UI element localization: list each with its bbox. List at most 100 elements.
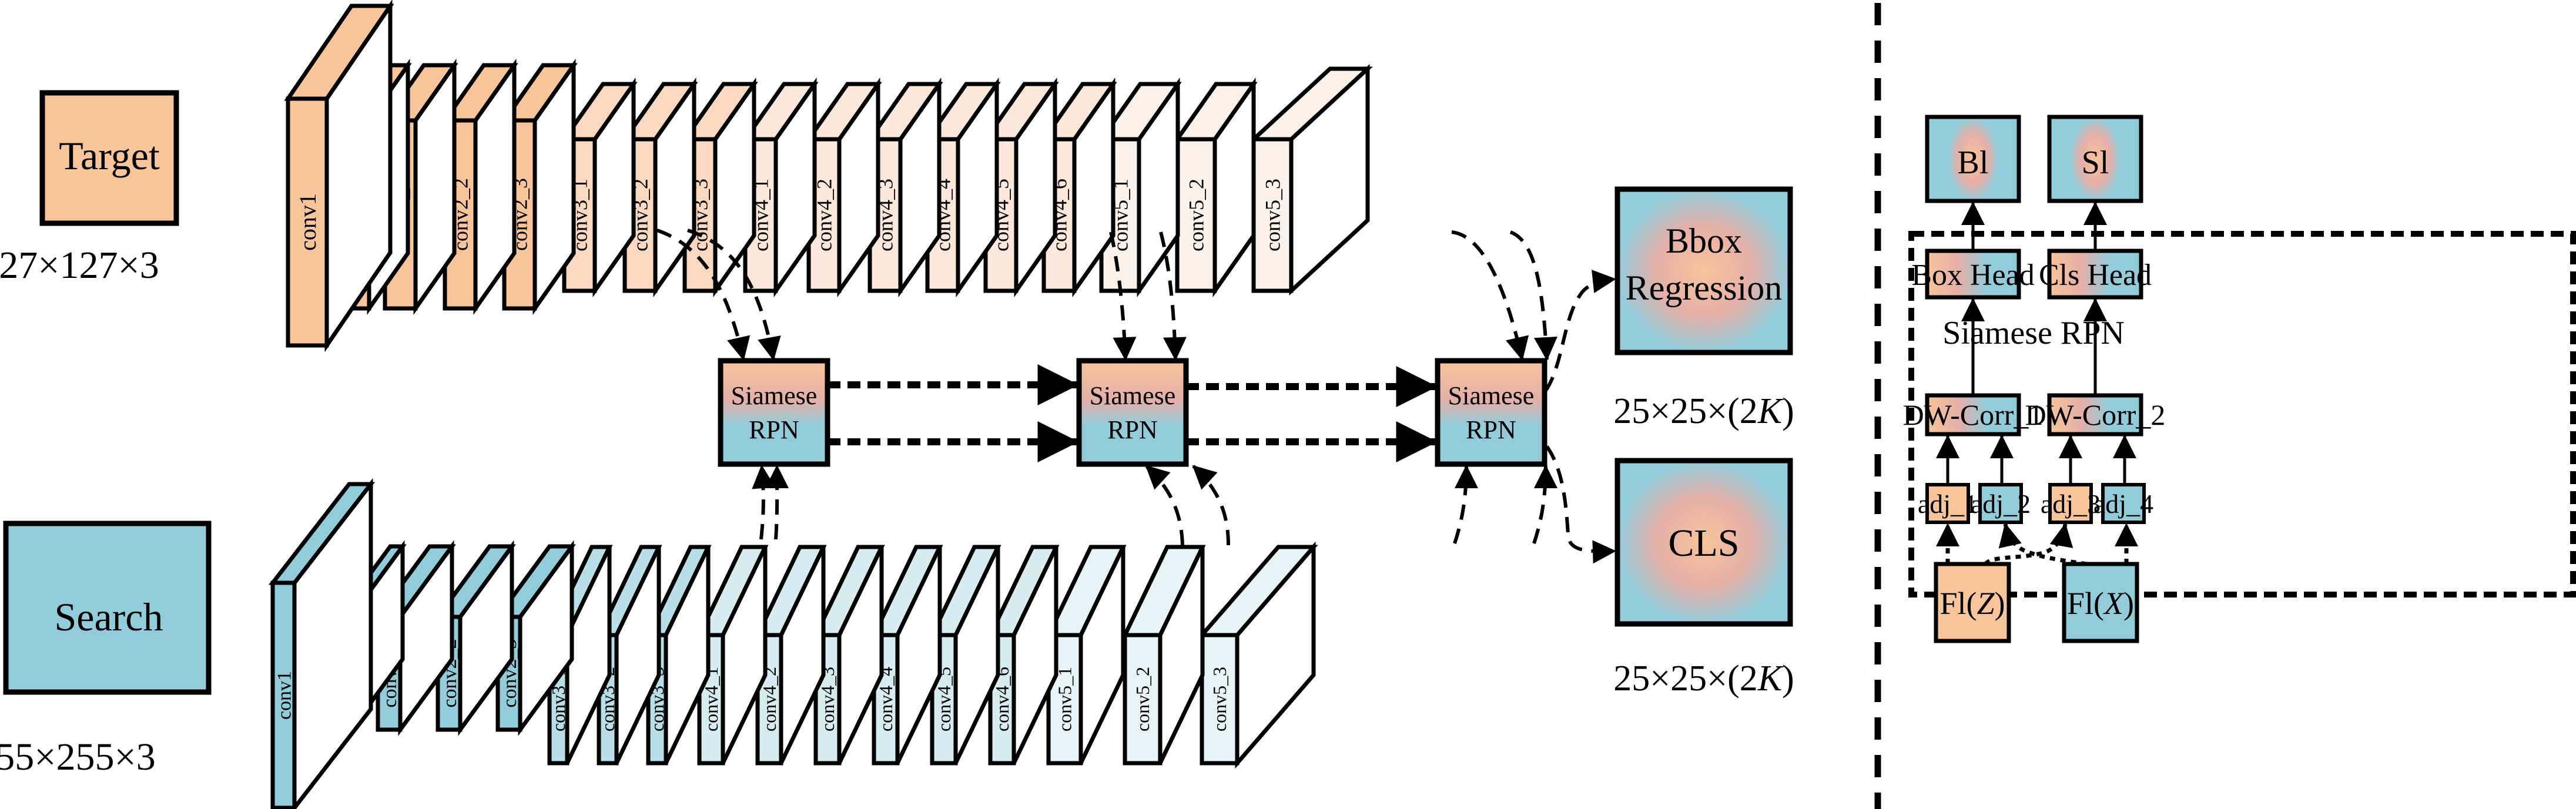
box-head-box (1925, 249, 2021, 300)
cls-head-label: Cls Head (2039, 259, 2152, 292)
rpn3-to-bbox-arrow (1544, 270, 1616, 392)
target-conv5-2-layer: conv5_2 (1173, 77, 1258, 298)
rpn-block-3: Siamese RPN (1435, 358, 1547, 467)
feature-z-box (1934, 562, 2011, 643)
rpn-chain-arrows (828, 364, 1438, 462)
bbox-regression-output: Bbox Regression 25×25×(2K) (1613, 186, 1794, 431)
adj-4-label: adj_4 (2093, 489, 2153, 519)
rpn-block-2-box (1076, 358, 1189, 467)
rpn-block-1-line2: RPN (749, 415, 799, 444)
search-conv5-2-label: conv5_2 (1132, 667, 1153, 731)
search-conv4-to-rpn2-arrow-b (1191, 464, 1230, 546)
feature-x-label: Fl(X) (2067, 586, 2134, 621)
dw-corr-1-label: DW-Corr_1 (1903, 398, 2044, 431)
search-conv5-3-layer: conv5_3 (1197, 541, 1318, 769)
search-conv2-3-layer: conv2_3 (494, 540, 576, 736)
target-input-label: Target (59, 133, 160, 178)
search-conv4-6-front-face (988, 633, 1016, 766)
rpn-block-2-line2: RPN (1107, 415, 1158, 444)
target-conv4-1-layer: conv4_1 (741, 77, 819, 298)
siamese-rpn-group-border (1908, 231, 2576, 597)
target-conv5-to-rpn3-arrow-a (1451, 230, 1529, 361)
rpn3-to-cls-arrow (1545, 445, 1616, 564)
target-conv5-to-rpn3-arrow-b (1509, 230, 1557, 361)
feature-x-to-adj-2-arrow (1998, 523, 2087, 566)
target-backbone: conv5_3conv5_2conv5_1conv4_6conv4_5conv4… (284, 0, 1373, 353)
target-input-box (39, 90, 179, 226)
search-conv1-front-face (270, 580, 297, 809)
search-conv5-3-front-face (1200, 633, 1240, 766)
search-input-size: 255×255×3 (0, 736, 156, 778)
rpn-block-1-box (718, 358, 830, 467)
rpn-block-3-line2: RPN (1466, 415, 1516, 444)
cls-box (1614, 458, 1793, 627)
detail-panel: Bl Sl Siamese RPN Box Head Cls Head DW-C… (1903, 115, 2576, 643)
search-conv5-1-label: conv5_1 (1054, 667, 1076, 731)
search-conv3-to-rpn1-arrow-b (765, 465, 789, 540)
rpn-block-1-line1: Siamese (731, 381, 818, 410)
target-conv3-1-layer: conv3_1 (560, 77, 638, 298)
target-conv1-layer: conv1 (284, 0, 394, 353)
bbox-regression-line2: Regression (1626, 268, 1783, 307)
target-conv3-to-rpn1-arrow-b (687, 229, 781, 361)
adj-3-label: adj_3 (2041, 489, 2101, 519)
target-input-size: 127×127×3 (0, 244, 159, 287)
search-conv5-3-label: conv5_3 (1209, 667, 1230, 731)
target-conv4-to-rpn2-arrow-a (1109, 231, 1137, 361)
cls-output: CLS 25×25×(2K) (1613, 458, 1794, 699)
dw-corr-2-label: DW-Corr_2 (2025, 398, 2166, 431)
adj-1-box (1925, 483, 1970, 524)
target-conv5-3-label: conv5_3 (1261, 179, 1285, 251)
search-conv5-to-rpn3-arrow-b (1532, 465, 1557, 544)
target-conv4-to-rpn2-arrow-b (1159, 231, 1187, 361)
search-to-rpn-arrows (752, 464, 1557, 546)
bbox-regression-size: 25×25×(2K) (1613, 391, 1794, 431)
rpn-to-output-arrows (1544, 270, 1616, 564)
search-conv4-6-layer: conv4_6 (987, 545, 1060, 766)
search-conv1-layer: conv1 (268, 478, 376, 809)
search-conv3-to-rpn1-arrow-a (752, 465, 776, 540)
rpn-block-2: Siamese RPN (1076, 358, 1189, 467)
search-conv4-4-layer: conv4_4 (870, 545, 943, 766)
target-conv1-front-face (286, 96, 329, 348)
feature-x-box (2062, 562, 2139, 643)
box-head-label: Box Head (1911, 259, 2034, 292)
search-input-label: Search (54, 595, 163, 639)
target-conv2-2-layer: conv2_2 (441, 58, 518, 315)
target-conv5-3-layer: conv5_3 (1248, 64, 1373, 296)
search-conv4-5-layer: conv4_5 (929, 545, 1001, 766)
target-input: Target 127×127×3 (0, 90, 179, 287)
cls-head-box (2047, 249, 2143, 300)
detail-bl-box (1925, 115, 2021, 203)
dw-corr-2-box (2047, 393, 2143, 437)
detail-sl-box (2047, 115, 2143, 203)
search-conv5-2-front-face (1123, 633, 1163, 766)
search-conv5-1-layer: conv5_1 (1045, 545, 1127, 766)
target-conv5-2-label: conv5_2 (1185, 179, 1208, 251)
detail-sl-label: Sl (2082, 145, 2109, 181)
rpn-block-3-box (1435, 358, 1547, 467)
adj-2-label: adj_2 (1971, 489, 2031, 519)
search-conv5-to-rpn3-arrow-a (1453, 465, 1478, 544)
target-conv3-to-rpn1-arrow-a (656, 229, 751, 361)
target-conv5-1-layer: conv5_1 (1097, 77, 1182, 298)
bbox-regression-line1: Bbox (1666, 221, 1742, 260)
target-conv5-2-front-face (1175, 137, 1217, 293)
rpn-block-3-line1: Siamese (1448, 381, 1535, 410)
feature-z-to-adj-3-arrow (1984, 523, 2073, 566)
rpn-block-2-line1: Siamese (1090, 381, 1176, 410)
rpn-block-1: Siamese RPN (718, 358, 830, 467)
search-conv4-to-rpn2-arrow-a (1144, 464, 1184, 546)
search-conv4-2-layer: conv4_2 (754, 545, 827, 766)
target-conv4-4-front-face (925, 137, 960, 293)
target-conv4-2-layer: conv4_2 (805, 77, 882, 298)
adj-1-label: adj_1 (1918, 489, 1978, 519)
siamese-rpn-group-label: Siamese RPN (1942, 315, 2125, 351)
feature-z-label: Fl(Z) (1939, 586, 2005, 621)
search-conv4-3-layer: conv4_3 (812, 545, 885, 766)
bbox-regression-box (1614, 186, 1793, 355)
detail-bl-label: Bl (1958, 145, 1989, 181)
cls-label: CLS (1668, 522, 1739, 565)
target-conv1-label: conv1 (294, 193, 321, 251)
